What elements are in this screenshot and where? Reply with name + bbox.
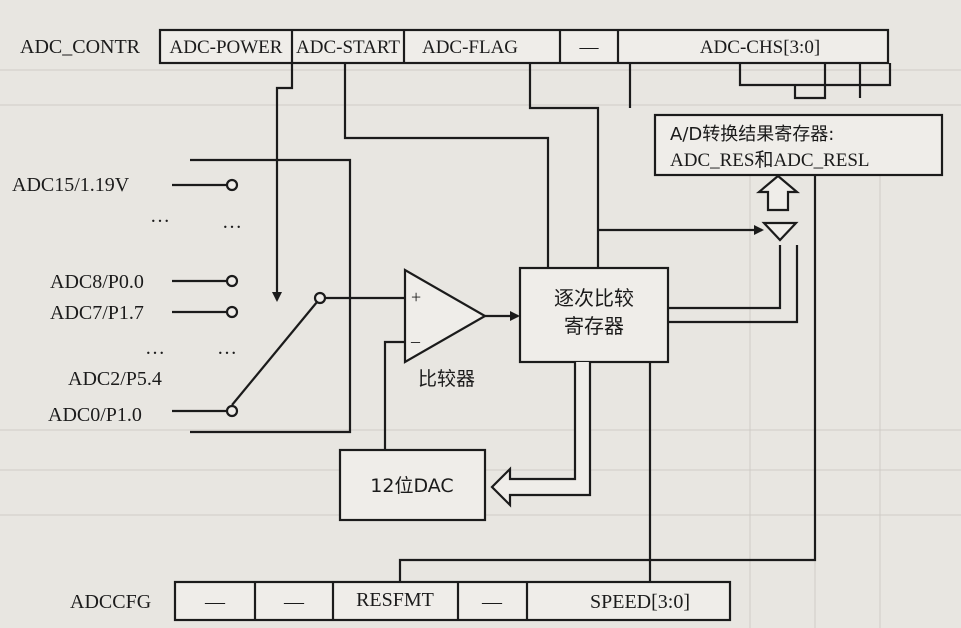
input-ellipsis-left-2: … — [145, 337, 165, 359]
comparator-minus: – — [410, 331, 421, 351]
wire-dac-to-comp-minus — [383, 340, 405, 450]
mux-frame — [190, 158, 352, 434]
adc-contr-field-3: — — [579, 37, 600, 58]
input-ellipsis-right-2: … — [217, 337, 237, 359]
adccfg-field-2: RESFMT — [356, 589, 434, 611]
result-register-box — [653, 113, 944, 177]
hollow-arrow-up — [755, 174, 801, 212]
wire-sar-to-result-2 — [668, 245, 799, 324]
input-label-adc15: ADC15/1.19V — [12, 174, 130, 196]
comparator-symbol — [403, 268, 488, 364]
hollow-arrow-to-dac — [490, 362, 592, 508]
wire-flag — [528, 63, 600, 268]
adc-contr-field-4: ADC-CHS[3:0] — [700, 37, 820, 58]
adccfg-field-1: — — [283, 591, 305, 613]
sar-label-line2: 寄存器 — [564, 314, 624, 338]
hollow-arrow-right — [761, 221, 799, 242]
input-label-adc8: ADC8/P0.0 — [50, 271, 144, 293]
adc-contr-register — [158, 28, 890, 65]
dac-box — [338, 448, 487, 522]
comparator-plus: + — [411, 287, 421, 307]
input-label-adc2: ADC2/P5.4 — [68, 368, 162, 390]
result-label-line1: A/D转换结果寄存器: — [670, 124, 834, 145]
wire-chs-3 — [793, 63, 827, 100]
comparator-label: 比较器 — [418, 368, 475, 390]
result-label-line2: ADC_RES和ADC_RESL — [670, 149, 870, 171]
adccfg-label: ADCCFG — [70, 591, 151, 613]
adc-contr-field-0: ADC-POWER — [170, 37, 283, 58]
sar-register-box — [518, 266, 670, 364]
mux-switch-blade — [231, 301, 318, 406]
input-label-adc7: ADC7/P1.7 — [50, 302, 144, 324]
sar-label-line1: 逐次比较 — [554, 286, 634, 310]
wire-sar-to-result-1 — [668, 245, 782, 310]
adc-contr-label: ADC_CONTR — [20, 36, 141, 58]
adccfg-field-4: SPEED[3:0] — [590, 591, 690, 613]
wire-resfmt-to-result — [398, 175, 817, 582]
adccfg-register — [173, 580, 732, 622]
input-label-adc0: ADC0/P1.0 — [48, 404, 142, 426]
adccfg-field-0: — — [204, 591, 226, 613]
adc-contr-field-1: ADC-START — [296, 37, 400, 58]
adccfg-field-3: — — [481, 591, 503, 613]
input-ellipsis-left: … — [150, 205, 170, 227]
input-ellipsis-right: … — [222, 211, 242, 233]
adc-contr-field-2: ADC-FLAG — [422, 37, 518, 58]
dac-label: 12位DAC — [370, 475, 453, 497]
wire-chs-to-mux — [272, 63, 294, 302]
wire-start-to-sar — [343, 63, 550, 268]
wire-chs-2 — [738, 63, 892, 87]
